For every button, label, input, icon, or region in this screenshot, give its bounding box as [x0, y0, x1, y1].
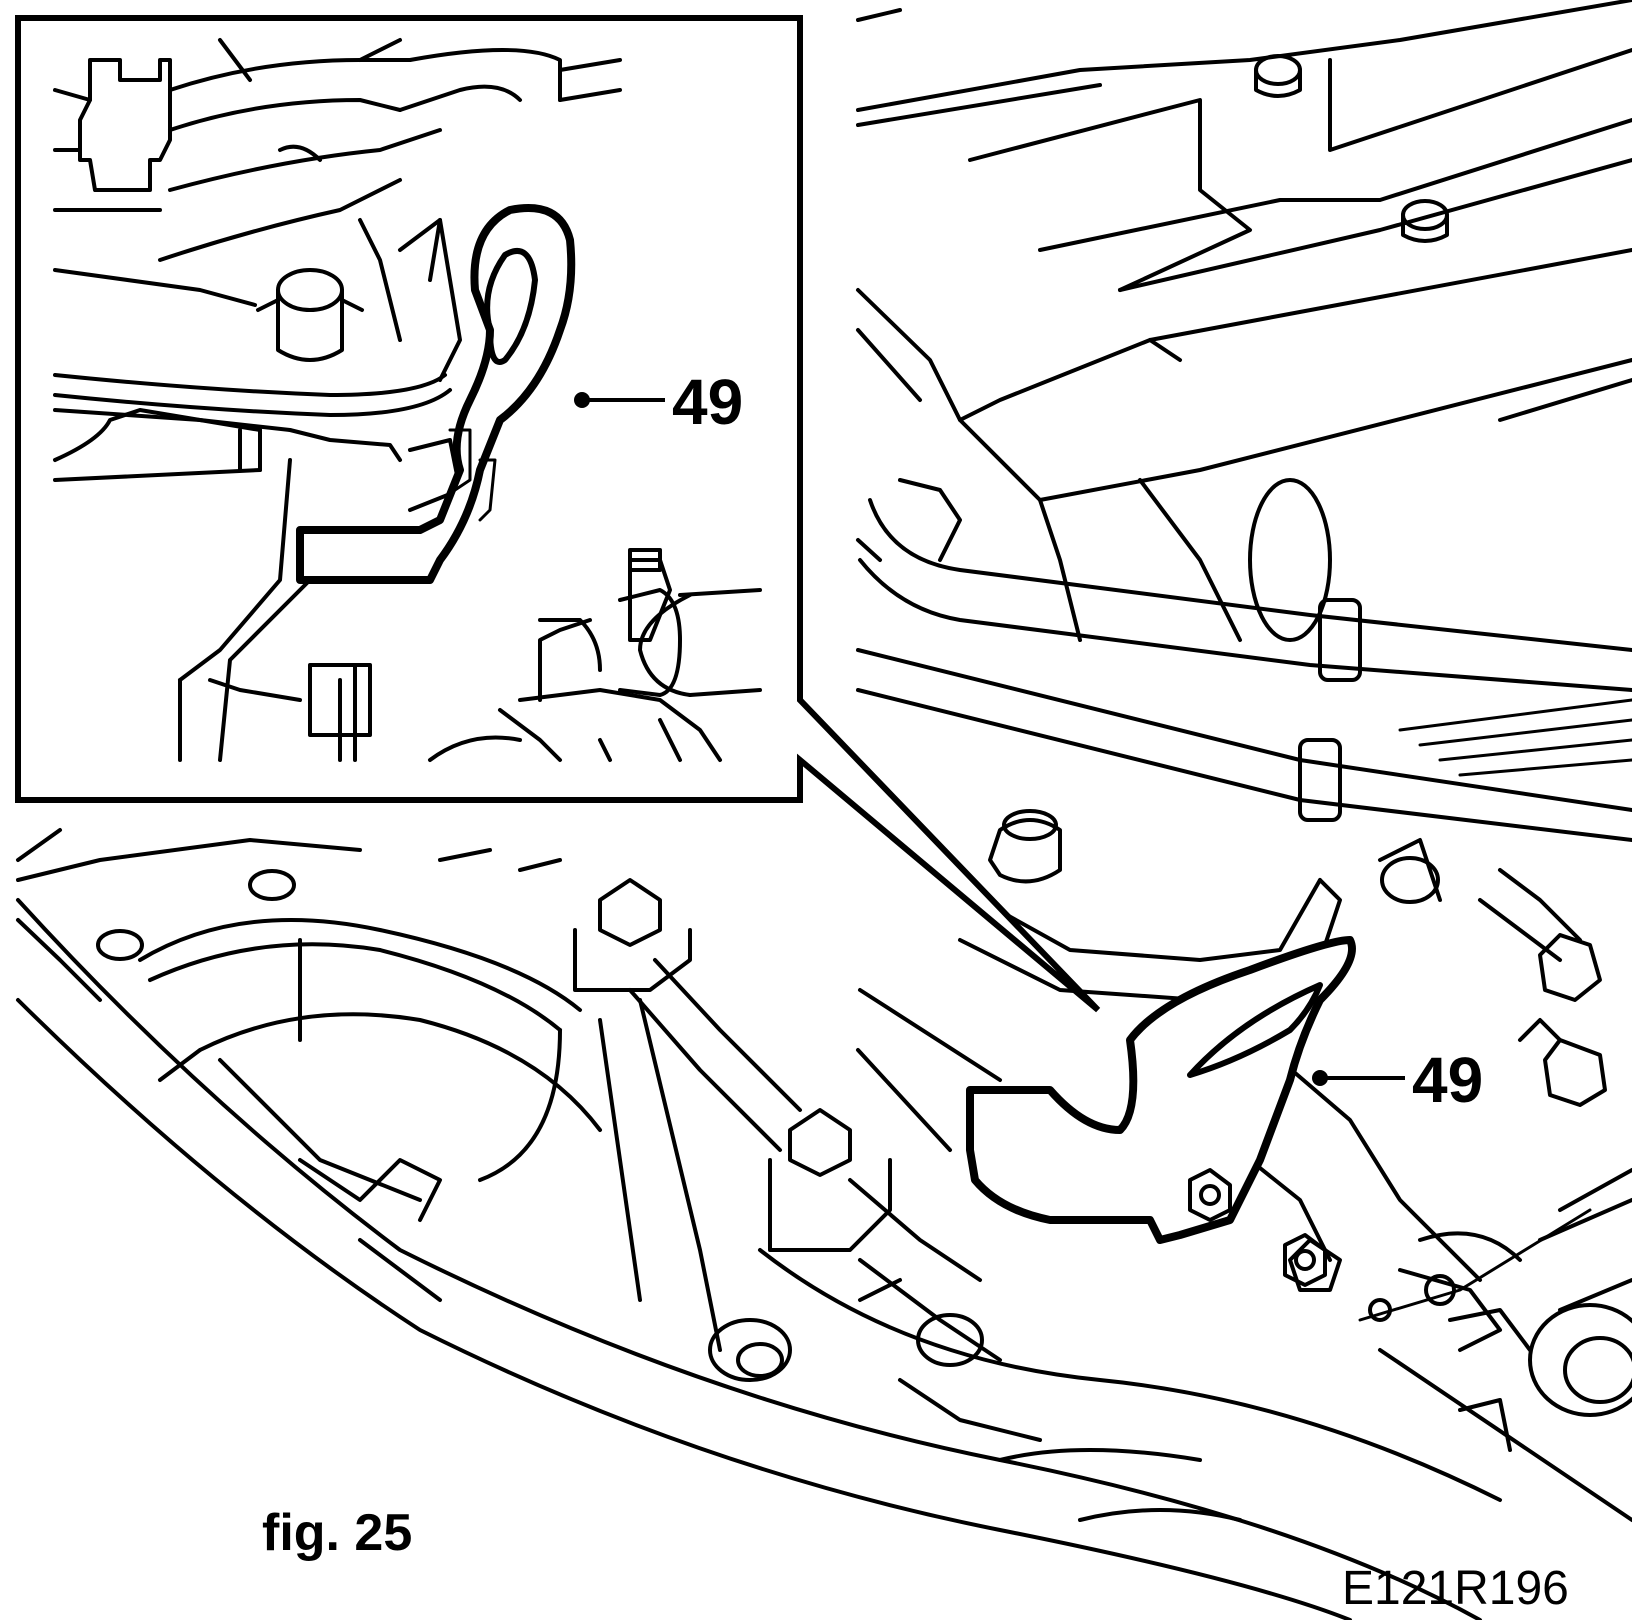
figure-label: fig. 25 — [262, 1504, 412, 1562]
bolt-center-upper — [573, 878, 692, 992]
inset-frame — [15, 15, 1101, 1013]
engine-illustration — [16, 0, 1632, 1620]
callout-number: 49 — [672, 366, 743, 438]
bolt-center-lower — [768, 1108, 892, 1252]
nut-right-lower — [1518, 1018, 1607, 1107]
inset-detail-view — [15, 15, 1101, 1013]
nut-right-upper — [1478, 868, 1602, 1002]
reference-code: E121R196 — [1342, 1562, 1569, 1615]
callout-number: 49 — [1412, 1044, 1483, 1116]
bracket-part-49-inset — [296, 204, 576, 584]
callout-49-main: 49 — [1312, 1044, 1483, 1116]
cap-bolt-mid — [1401, 199, 1449, 243]
nut-lower — [1283, 1233, 1327, 1287]
callout-49-inset: 49 — [574, 366, 743, 438]
inset-cap-bolt — [256, 268, 364, 362]
cap-bolt-upper — [1254, 54, 1302, 98]
nut-bracket — [1188, 1168, 1232, 1222]
bracket-part-49-main — [966, 936, 1356, 1287]
